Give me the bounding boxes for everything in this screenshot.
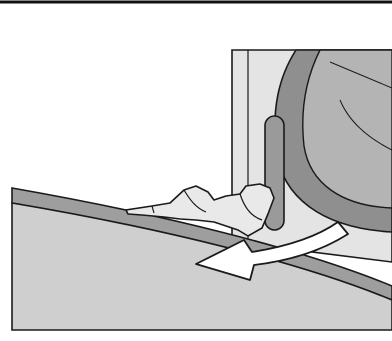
appliance-hinge-diagram [0, 0, 392, 341]
diagram-canvas [0, 0, 392, 341]
